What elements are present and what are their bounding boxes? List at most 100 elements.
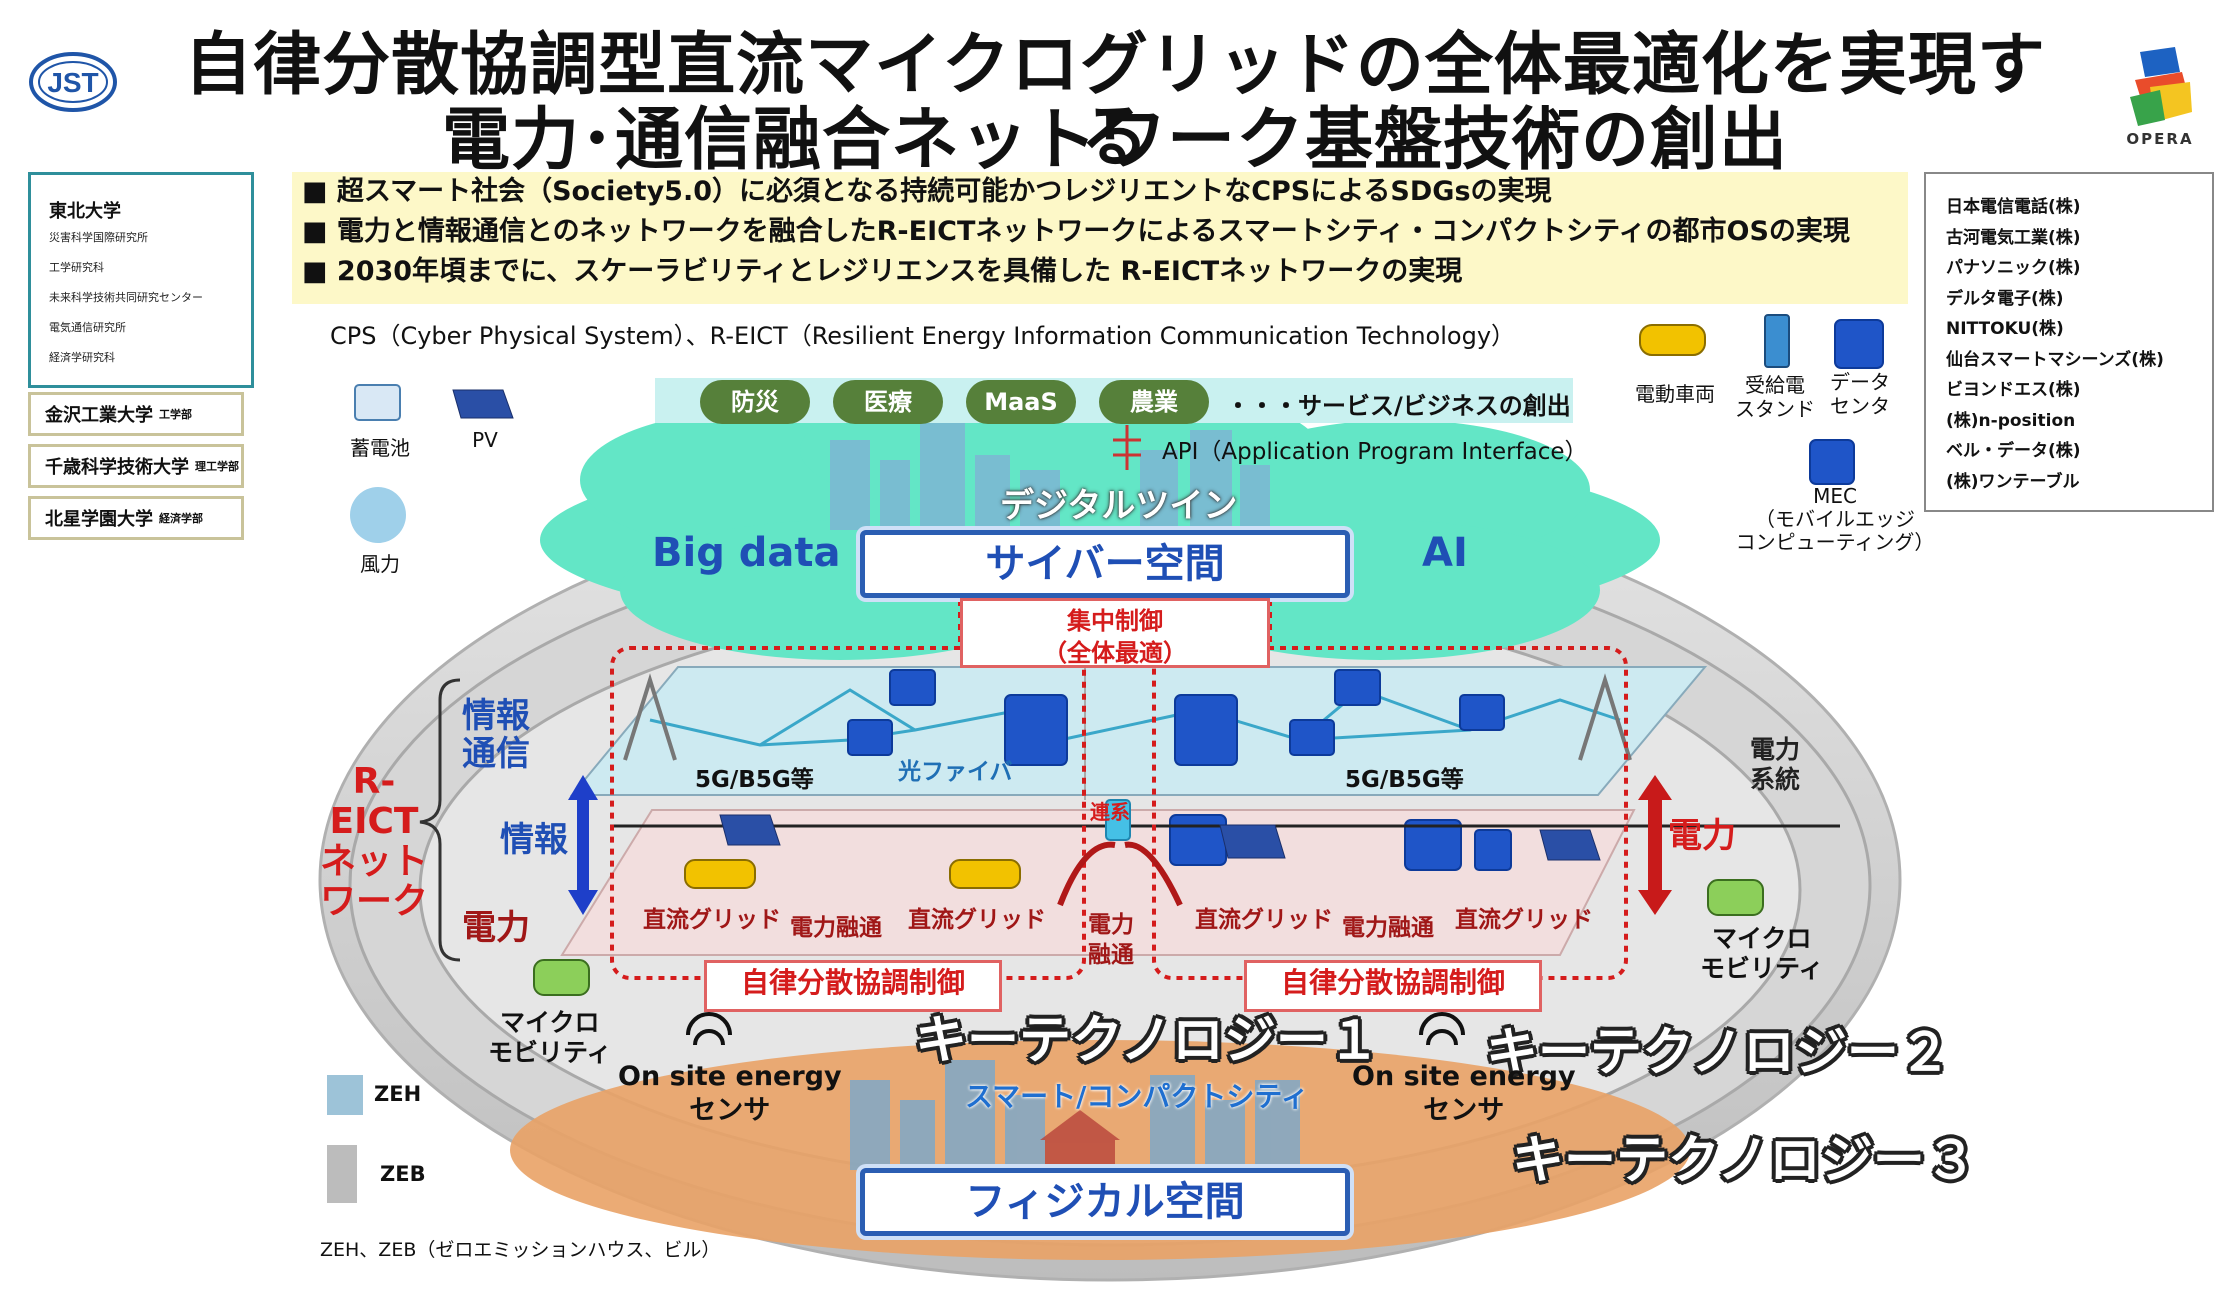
data-center-label-line1: データ <box>1830 370 1890 394</box>
key-technology-3: キーテクノロジー３ <box>1512 1131 1977 1191</box>
company-item: ベル・データ(株) <box>1946 441 2081 461</box>
zeh-label: ZEH <box>374 1082 422 1106</box>
sensor-label-right: On site energy センサ <box>1352 1060 1576 1128</box>
company-item: (株)ワンテーブル <box>1946 471 2080 492</box>
micro-mobility-left: マイクロ モビリティ <box>488 1008 612 1068</box>
power-system-line1: 電力 <box>1750 735 1801 764</box>
dc-grid-label-1: 直流グリッド <box>643 907 781 933</box>
smart-city-label: スマート/コンパクトシティ <box>965 1080 1309 1113</box>
university-name: 北星学園大学 <box>45 509 153 530</box>
cps-note: CPS（Cyber Physical System）、R-EICT（Resili… <box>330 322 1516 350</box>
power-system-line2: 系統 <box>1750 765 1801 794</box>
service-maas: MaaS <box>966 380 1076 424</box>
battery-label: 蓄電池 <box>350 436 410 460</box>
power-center-line2: 融通 <box>1088 942 1134 968</box>
sensor-left-line1: On site energy <box>618 1061 842 1092</box>
dc-grid-label-3: 直流グリッド <box>1195 907 1333 933</box>
info-comm-line2: 通信 <box>462 734 530 774</box>
micro-mobility-left-line2: モビリティ <box>488 1038 612 1067</box>
wind-label: 風力 <box>360 552 400 576</box>
data-center-label-line2: センタ <box>1830 394 1890 418</box>
jst-logo: JST <box>28 50 118 114</box>
charging-stand-label-line2: スタンド <box>1735 397 1815 421</box>
company-list: 日本電信電話(株) 古河電気工業(株) パナソニック(株) デルタ電子(株) N… <box>1924 172 2214 512</box>
university-dept: 経済学部 <box>159 512 203 525</box>
power-exchange-label-1: 電力融通 <box>790 915 882 941</box>
goal-item: ■ 電力と情報通信とのネットワークを融合したR-EICTネットワークによるスマー… <box>302 216 1850 247</box>
goal-item: ■ 超スマート社会（Society5.0）に必須となる持続可能かつレジリエントな… <box>302 176 1552 207</box>
pv-label: PV <box>472 428 498 452</box>
digital-twin-label: デジタルツイン <box>1000 486 1238 526</box>
department: 経済学研究科 <box>49 351 115 364</box>
5g-label-left: 5G/B5G等 <box>695 767 814 793</box>
power-system-label: 電力 系統 <box>1750 735 1800 795</box>
sensor-label-left: On site energy センサ <box>618 1060 842 1128</box>
cyber-space-box: サイバー空間 <box>860 530 1350 598</box>
mec-label: MEC （モバイルエッジ コンピューティング） <box>1735 485 1935 554</box>
power-label-right: 電力 <box>1668 816 1736 856</box>
key-technology-2: キーテクノロジー２ <box>1486 1023 1951 1083</box>
university-hokusei: 北星学園大学 経済学部 <box>28 496 244 540</box>
autonomous-control-right: 自律分散協調制御 <box>1244 960 1542 1012</box>
ev-label: 電動車両 <box>1635 382 1715 406</box>
info-comm-label: 情報 通信 <box>462 697 530 773</box>
data-center-label: データ センタ <box>1820 370 1900 418</box>
company-item: デルタ電子(株) <box>1946 288 2064 309</box>
university-name: 金沢工業大学 <box>45 405 153 426</box>
service-disaster: 防災 <box>700 380 810 424</box>
physical-space-box: フィジカル空間 <box>860 1168 1350 1236</box>
opera-logo: OPERA <box>2120 42 2200 152</box>
central-control-box: 集中制御 （全体最適） <box>960 598 1270 668</box>
company-item: 仙台スマートマシーンズ(株) <box>1946 349 2164 370</box>
university-chitose: 千歳科学技術大学 理工学部 <box>28 444 244 488</box>
company-item: パナソニック(株) <box>1946 258 2081 278</box>
reict-network-label: R-EICT ネット ワーク <box>314 762 434 922</box>
services-ellipsis: ・・・ <box>1226 392 1298 420</box>
power-exchange-label-2: 電力融通 <box>1342 915 1434 941</box>
department: 電気通信研究所 <box>49 321 126 334</box>
zeh-zeb-note: ZEH、ZEB（ゼロエミッションハウス、ビル） <box>320 1239 721 1261</box>
page-title-line2: 電力･通信融合ネットワーク基盤技術の創出 <box>441 101 1788 180</box>
department: 工学研究科 <box>49 261 104 274</box>
company-item: NITTOKU(株) <box>1946 319 2064 339</box>
micro-mobility-left-line1: マイクロ <box>500 1008 600 1037</box>
sensor-left-line2: センサ <box>689 1095 771 1126</box>
university-kanazawa: 金沢工業大学 工学部 <box>28 392 244 436</box>
mec-label-line3: コンピューティング） <box>1735 530 1935 554</box>
service-agriculture: 農業 <box>1099 380 1209 424</box>
university-main-box: 東北大学 災害科学国際研究所 工学研究科 未来科学技術共同研究センター 電気通信… <box>28 172 254 388</box>
university-main-name: 東北大学 <box>49 201 121 222</box>
company-item: 日本電信電話(株) <box>1946 197 2081 217</box>
service-medical: 医療 <box>833 380 943 424</box>
info-comm-line1: 情報 <box>462 696 530 736</box>
micro-mobility-right-line2: モビリティ <box>1700 954 1824 983</box>
mec-label-line2: （モバイルエッジ <box>1755 507 1915 531</box>
company-item: ビヨンドエス(株) <box>1946 380 2081 400</box>
sensor-right-line1: On site energy <box>1352 1061 1576 1092</box>
reict-line2: ネット <box>319 841 428 882</box>
central-control-line2: （全体最適） <box>1043 639 1187 667</box>
company-item: 古河電気工業(株) <box>1946 227 2081 248</box>
charging-stand-label-line1: 受給電 <box>1745 373 1805 397</box>
info-label: 情報 <box>500 820 568 860</box>
page-title-line1: 自律分散協調型直流マイクログリッドの全体最適化を実現する <box>184 26 2046 177</box>
goals-box: ■ 超スマート社会（Society5.0）に必須となる持続可能かつレジリエントな… <box>292 172 1908 304</box>
fiber-label: 光ファイバ <box>898 759 1013 785</box>
mec-label-line1: MEC <box>1813 484 1857 508</box>
link-label: 連系 <box>1090 800 1130 824</box>
sensor-right-line2: センサ <box>1423 1095 1505 1126</box>
department: 未来科学技術共同研究センター <box>49 291 203 304</box>
university-name: 千歳科学技術大学 <box>45 457 189 478</box>
key-technology-1: キーテクノロジー１ <box>915 1011 1380 1071</box>
autonomous-control-left: 自律分散協調制御 <box>704 960 1002 1012</box>
big-data-label: Big data <box>652 530 841 576</box>
university-dept: 理工学部 <box>195 460 239 473</box>
goal-item: ■ 2030年頃までに、スケーラビリティとレジリエンスを具備した R-EICTネ… <box>302 256 1463 287</box>
power-center-line1: 電力 <box>1088 912 1134 938</box>
reict-line3: ワーク <box>319 881 428 922</box>
micro-mobility-right-line1: マイクロ <box>1712 924 1812 953</box>
opera-logo-text: OPERA <box>2126 130 2194 148</box>
charging-stand-label: 受給電 スタンド <box>1735 373 1815 421</box>
power-center-label: 電力 融通 <box>1088 910 1134 970</box>
department: 災害科学国際研究所 <box>49 231 148 244</box>
